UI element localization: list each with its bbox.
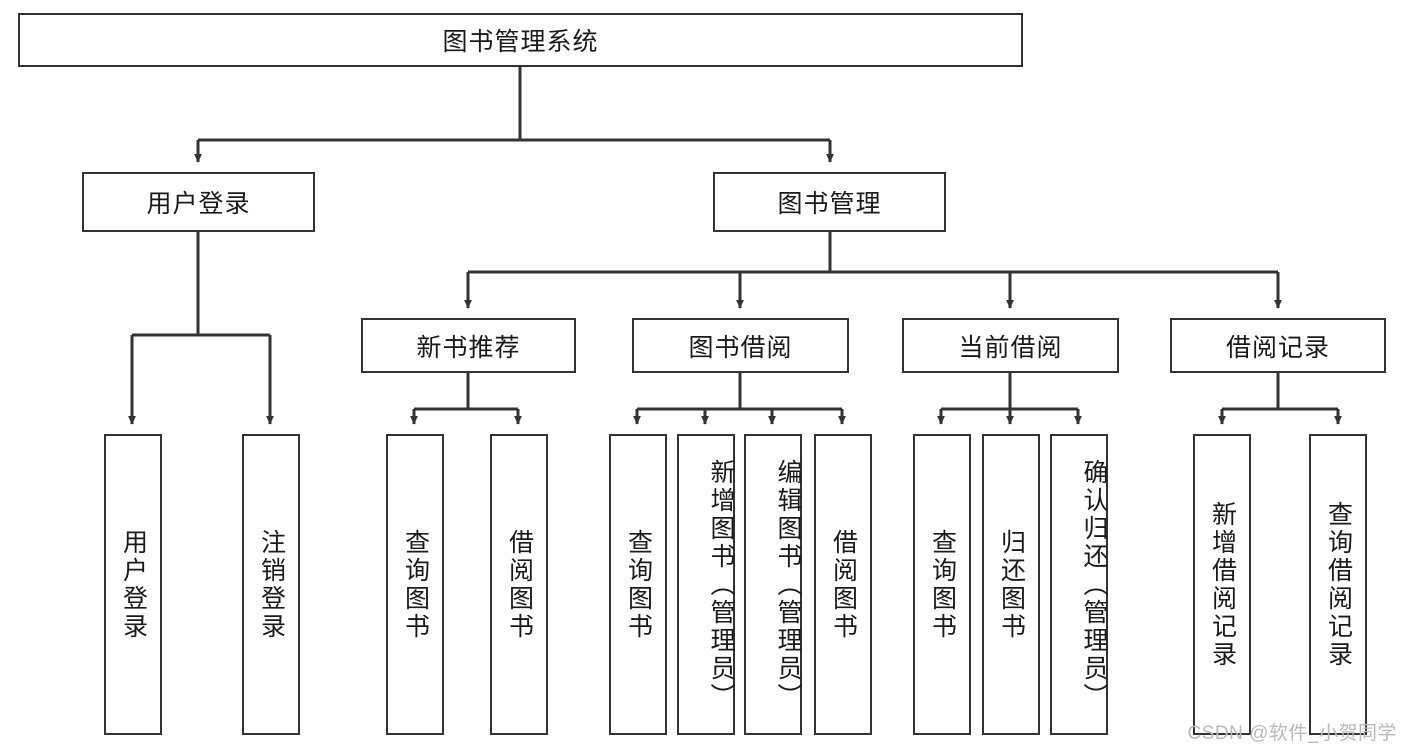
leaf-user-logout[interactable]: 注销登录 <box>242 434 300 735</box>
node-book-borrow[interactable]: 图书借阅 <box>632 318 849 373</box>
node-book-manage[interactable]: 图书管理 <box>713 172 946 232</box>
node-label: 确认归还（管理员） <box>1080 458 1108 711</box>
leaf-user-login[interactable]: 用户登录 <box>104 434 162 735</box>
leaf-query-borrow-record[interactable]: 查询借阅记录 <box>1309 434 1367 735</box>
node-label: 当前借阅 <box>958 333 1063 362</box>
node-label: 借阅记录 <box>1225 333 1330 362</box>
node-label: 查询图书 <box>928 528 957 641</box>
leaf-add-book-admin[interactable]: 新增图书（管理员） <box>677 434 735 735</box>
leaf-borrow-book-borrow[interactable]: 借阅图书 <box>814 434 872 735</box>
node-label: 图书管理 <box>777 190 882 218</box>
leaf-edit-book-admin[interactable]: 编辑图书（管理员） <box>744 434 802 735</box>
node-label: 编辑图书（管理员） <box>774 458 802 711</box>
node-label: 新书推荐 <box>416 333 521 362</box>
node-label: 归还图书 <box>997 528 1026 641</box>
node-label: 查询图书 <box>401 528 430 641</box>
node-label: 新增借阅记录 <box>1208 500 1237 669</box>
node-label: 图书管理系统 <box>442 28 599 56</box>
node-root-system[interactable]: 图书管理系统 <box>18 13 1023 67</box>
node-label: 用户登录 <box>119 528 148 641</box>
node-user-login[interactable]: 用户登录 <box>82 172 315 232</box>
leaf-confirm-return-admin[interactable]: 确认归还（管理员） <box>1050 434 1108 735</box>
node-label: 新增图书（管理员） <box>707 458 735 711</box>
leaf-query-book-borrow[interactable]: 查询图书 <box>609 434 667 735</box>
leaf-query-book-current[interactable]: 查询图书 <box>913 434 971 735</box>
node-new-book-rec[interactable]: 新书推荐 <box>361 318 576 373</box>
node-label: 注销登录 <box>257 528 286 641</box>
node-label: 查询借阅记录 <box>1324 500 1353 669</box>
leaf-query-book-new-rec[interactable]: 查询图书 <box>386 434 444 735</box>
leaf-borrow-book-new-rec[interactable]: 借阅图书 <box>490 434 548 735</box>
node-label: 查询图书 <box>624 528 653 641</box>
node-label: 图书借阅 <box>688 333 793 362</box>
leaf-return-book[interactable]: 归还图书 <box>982 434 1040 735</box>
node-borrow-record[interactable]: 借阅记录 <box>1170 318 1386 373</box>
watermark-text: CSDN @软件_小贺同学 <box>1187 723 1397 744</box>
node-label: 借阅图书 <box>829 528 858 641</box>
leaf-add-borrow-record[interactable]: 新增借阅记录 <box>1193 434 1251 735</box>
node-label: 借阅图书 <box>505 528 534 641</box>
node-current-borrow[interactable]: 当前借阅 <box>902 318 1119 373</box>
node-label: 用户登录 <box>146 190 251 218</box>
